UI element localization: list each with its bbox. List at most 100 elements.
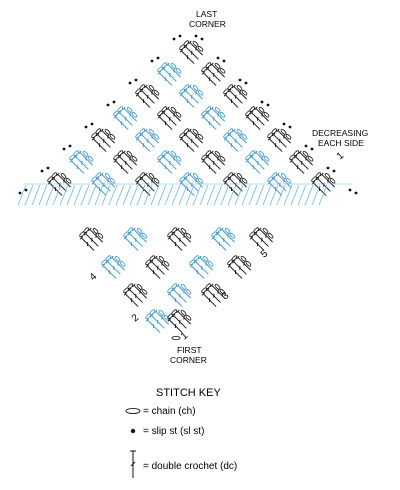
stitch-block xyxy=(135,84,160,108)
stitch-block xyxy=(201,283,226,307)
slip-stitch-dot xyxy=(178,34,182,38)
dc-stitch-bar xyxy=(125,160,127,165)
dc-stitch-bar xyxy=(305,156,307,161)
chain-stitch xyxy=(192,85,199,91)
dc-stitch-top xyxy=(271,132,276,137)
dc-stitch-bar xyxy=(256,242,259,247)
key-double-crochet-text: = double crochet (dc) xyxy=(143,461,237,472)
dc-stitch-bar xyxy=(279,138,281,143)
guide-line xyxy=(87,184,97,206)
dc-stitch-top xyxy=(135,137,140,141)
dc-stitch-top xyxy=(113,159,118,163)
guide-line xyxy=(206,184,216,206)
stitch-block xyxy=(167,283,192,307)
dc-stitch-top xyxy=(220,227,224,232)
chain-stitch xyxy=(192,173,199,179)
dc-stitch-top xyxy=(298,150,302,155)
chain-stitch xyxy=(241,178,248,184)
chain-stitch xyxy=(119,261,126,267)
guide-line xyxy=(178,184,188,206)
slip-stitch-dot xyxy=(216,56,220,60)
dc-stitch-bar xyxy=(218,242,221,247)
chain-stitch xyxy=(97,233,104,239)
dc-stitch-bar xyxy=(283,178,285,183)
dc-stitch-bar xyxy=(257,160,259,165)
stitch-block xyxy=(123,283,148,307)
dc-stitch-bar xyxy=(54,187,57,192)
dc-stitch-bar xyxy=(301,160,303,165)
guide-line xyxy=(311,184,321,206)
chain-stitch xyxy=(219,112,226,118)
stitch-block xyxy=(267,172,292,196)
dc-stitch-bar xyxy=(186,99,189,104)
dc-stitch-top xyxy=(188,128,192,133)
stitch-block xyxy=(179,40,204,64)
dc-stitch-bar xyxy=(213,160,215,165)
dc-stitch-top xyxy=(117,110,122,115)
row-number-1: 1 xyxy=(179,330,191,342)
stitch-block xyxy=(167,309,192,333)
chain-stitch xyxy=(324,173,331,179)
dc-stitch-top xyxy=(188,84,192,89)
chain-stitch xyxy=(171,309,178,315)
dc-stitch-top xyxy=(179,93,184,97)
chain-stitch xyxy=(214,107,221,113)
guide-line xyxy=(59,184,69,206)
guide-line xyxy=(115,184,125,206)
dc-stitch-top xyxy=(232,84,236,89)
dc-stitch-top xyxy=(211,236,216,240)
chain-stitch xyxy=(263,112,270,118)
dc-stitch-bar xyxy=(230,143,233,148)
stitch-block xyxy=(249,227,274,251)
chain-stitch xyxy=(192,129,199,135)
chain-stitch xyxy=(171,283,178,289)
dc-stitch-top xyxy=(193,259,198,264)
dc-stitch-top xyxy=(139,88,144,93)
slip-stitch-dot xyxy=(260,100,264,104)
chain-stitch xyxy=(65,178,72,184)
dc-stitch-bar xyxy=(152,324,155,329)
guide-line xyxy=(262,184,272,206)
guide-line xyxy=(283,184,293,206)
chain-stitch xyxy=(153,134,160,140)
dc-stitch-bar xyxy=(120,121,123,126)
dc-stitch-top xyxy=(276,128,280,133)
key-slip-stitch-text: = slip st (sl st) xyxy=(143,426,204,437)
dc-stitch-top xyxy=(139,176,144,181)
guide-line xyxy=(290,184,300,206)
dc-stitch-bar xyxy=(239,265,241,270)
chain-stitch xyxy=(271,128,278,134)
chain-stitch xyxy=(219,289,226,295)
chain-stitch xyxy=(148,173,155,179)
slip-stitch-dot xyxy=(68,144,72,148)
dc-stitch-bar xyxy=(183,289,185,294)
chain-stitch xyxy=(180,284,187,290)
chain-stitch xyxy=(263,156,270,162)
last-corner-label-line2: CORNER xyxy=(189,19,226,29)
dc-stitch-bar xyxy=(186,55,189,60)
dc-stitch-bar xyxy=(205,261,207,266)
slip-stitch-dot xyxy=(288,125,292,129)
stitch-block xyxy=(157,106,182,130)
slip-stitch-dot xyxy=(310,147,314,151)
dc-stitch-bar xyxy=(179,319,181,324)
dc-stitch-bar xyxy=(117,261,119,266)
dc-stitch-bar xyxy=(81,160,83,165)
dc-stitch-top xyxy=(254,150,258,155)
dc-stitch-bar xyxy=(76,165,79,170)
chain-stitch xyxy=(236,173,243,179)
guide-line xyxy=(318,184,328,206)
dc-stitch-bar xyxy=(217,156,219,161)
stitch-key-title: STITCH KEY xyxy=(156,387,221,399)
guide-line xyxy=(164,184,174,206)
guide-line xyxy=(45,184,55,206)
slip-stitch-dot xyxy=(222,59,226,63)
stitch-block xyxy=(167,227,192,251)
guide-line xyxy=(297,184,307,206)
dc-stitch-top xyxy=(139,132,144,137)
dc-stitch-top xyxy=(145,264,150,268)
dc-stitch-bar xyxy=(239,134,241,139)
slip-stitch-dot xyxy=(172,37,176,41)
key-item-slip-stitch: = slip st (sl st) xyxy=(130,426,204,437)
chain-stitch xyxy=(87,156,94,162)
